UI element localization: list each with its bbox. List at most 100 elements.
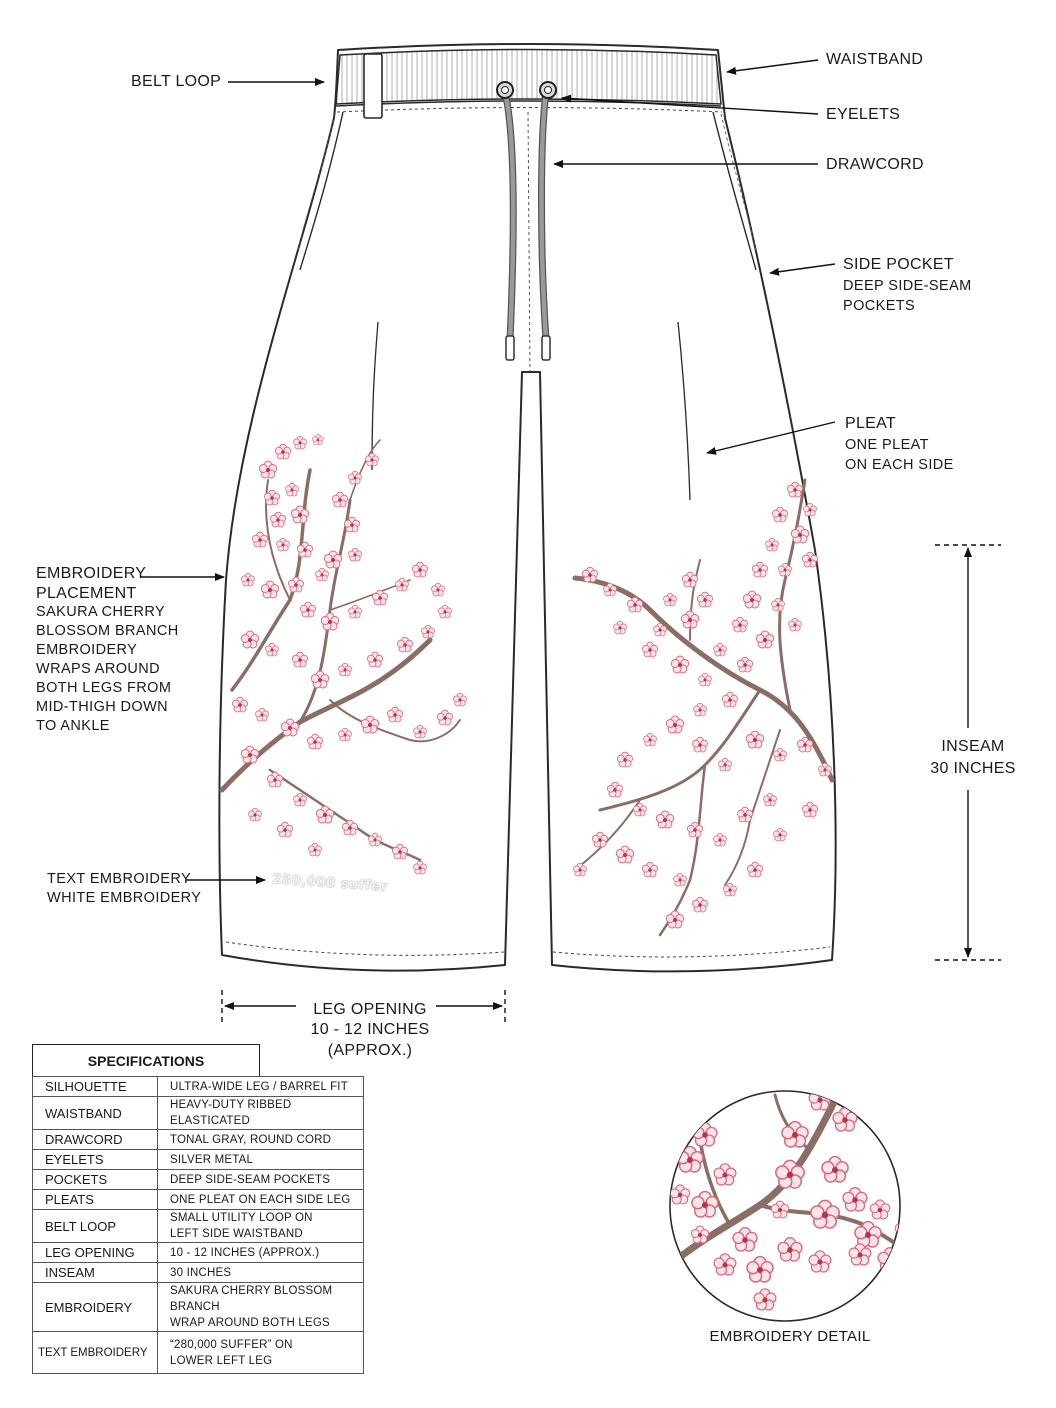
- blossom-icon: [413, 860, 427, 875]
- blossom-icon: [299, 601, 317, 618]
- eyelets: [496, 81, 557, 99]
- branch-stroke: [329, 699, 461, 743]
- spec-key: EMBROIDERY: [32, 1282, 158, 1332]
- spec-value: ONE PLEAT ON EACH SIDE LEG: [157, 1189, 364, 1210]
- blossom-icon: [821, 1155, 849, 1183]
- spec-value-line: TONAL GRAY, ROUND CORD: [170, 1133, 332, 1146]
- embroidery-placement-label-2: PLACEMENT: [36, 585, 137, 602]
- blossom-icon: [231, 696, 249, 713]
- spec-key: INSEAM: [32, 1262, 158, 1283]
- blossom-icon: [771, 597, 785, 612]
- spec-value-line: 30 INCHES: [170, 1266, 232, 1279]
- blossom-icon: [291, 651, 309, 668]
- spec-key: LEG OPENING: [32, 1242, 158, 1263]
- embroidery-sub-6: MID-THIGH DOWN: [36, 699, 169, 715]
- spec-value-line: LEFT SIDE WAISTBAND: [170, 1228, 303, 1240]
- eyelets-label: EYELETS: [826, 106, 901, 123]
- blossom-icon: [653, 622, 667, 637]
- embroidery-sub-2: BLOSSOM BRANCH: [36, 623, 179, 639]
- blossom-icon: [276, 537, 290, 552]
- embroidery-detail-circle: [669, 1090, 901, 1322]
- blossom-icon: [801, 551, 819, 568]
- blossom-icon: [817, 1091, 843, 1094]
- blossom-icon: [386, 706, 404, 723]
- embroidery-placement-label-1: EMBROIDERY: [36, 565, 147, 582]
- blossom-icon: [691, 736, 709, 753]
- blossom-icon: [396, 636, 414, 653]
- blossom-icon: [348, 547, 362, 562]
- spec-value-line: 10 - 12 INCHES (APPROX.): [170, 1246, 320, 1259]
- blossom-icon: [436, 709, 454, 726]
- blossom-icon: [431, 582, 445, 597]
- blossom-icon: [258, 460, 278, 479]
- blossom-icon: [269, 511, 287, 528]
- blossom-icon: [391, 843, 409, 860]
- blossom-icon: [323, 550, 343, 569]
- spec-key: BELT LOOP: [32, 1209, 158, 1243]
- blossom-icon: [691, 1190, 719, 1218]
- waistband-ribbing: [335, 48, 722, 105]
- blossom-icon: [265, 642, 279, 657]
- blossom-icon: [260, 580, 280, 599]
- blossom-icon: [665, 910, 685, 929]
- blossom-icon: [331, 491, 349, 508]
- blossom-icon: [770, 1200, 790, 1219]
- blossom-icon: [293, 792, 307, 807]
- spec-key: SILHOUETTE: [32, 1076, 158, 1097]
- blossom-icon: [721, 691, 739, 708]
- spec-value-line: ONE PLEAT ON EACH SIDE LEG: [170, 1193, 351, 1206]
- drawcord-label: DRAWCORD: [826, 156, 924, 173]
- blossom-icon: [411, 561, 429, 578]
- pleat-sub-1: ONE PLEAT: [845, 437, 929, 453]
- blossom-icon: [591, 831, 609, 848]
- belt-loop: [363, 53, 383, 119]
- inseam-label-1: INSEAM: [941, 738, 1005, 755]
- spec-value: 10 - 12 INCHES (APPROX.): [157, 1242, 364, 1263]
- spec-value-line: HEAVY-DUTY RIBBED ELASTICATED: [170, 1099, 292, 1127]
- inseam-label-2: 30 INCHES: [930, 760, 1016, 777]
- blossom-icon: [832, 1107, 858, 1132]
- spec-value-line: LOWER LEFT LEG: [170, 1354, 273, 1367]
- blossom-icon: [808, 1250, 832, 1273]
- blossom-icon: [320, 612, 340, 631]
- blossom-icon: [680, 610, 700, 629]
- blossom-icon: [633, 802, 647, 817]
- branch-stroke: [773, 1093, 812, 1152]
- blossom-icon: [713, 1253, 737, 1276]
- blossom-icon: [293, 435, 307, 450]
- leg-opening-label-3: (APPROX.): [327, 1042, 413, 1059]
- leg-opening-label-2: 10 - 12 INCHES: [310, 1021, 430, 1038]
- blossom-icon: [753, 1288, 777, 1311]
- blossom-icon: [736, 806, 754, 823]
- blossom-icon: [285, 482, 299, 497]
- blossom-icon: [818, 762, 832, 777]
- branch-stroke: [778, 478, 807, 712]
- blossom-icon: [775, 1159, 805, 1189]
- blossom-icon: [663, 592, 677, 607]
- blossom-icon: [315, 567, 329, 582]
- blossom-icon: [310, 670, 330, 689]
- blossom-icon: [413, 724, 427, 739]
- pants-outline: [218, 43, 837, 973]
- blossom-icon: [869, 1199, 891, 1220]
- left-hem-stitch: [225, 941, 505, 956]
- blossom-icon: [751, 561, 769, 578]
- waistband-label: WAISTBAND: [826, 51, 924, 68]
- right-leg-sakura-embroidery: [572, 478, 835, 937]
- blossom-icon: [803, 502, 817, 517]
- blossom-icon: [613, 620, 627, 635]
- blossom-icon: [641, 641, 659, 658]
- spec-value-line: SAKURA CHERRY BLOSSOM BRANCH: [170, 1285, 333, 1313]
- blossom-icon: [810, 1199, 840, 1229]
- right-pleat: [677, 321, 691, 501]
- blossom-icon: [343, 516, 361, 533]
- spec-value: SILVER METAL: [157, 1149, 364, 1170]
- blossom-icon: [771, 506, 789, 523]
- blossom-icon: [693, 702, 707, 717]
